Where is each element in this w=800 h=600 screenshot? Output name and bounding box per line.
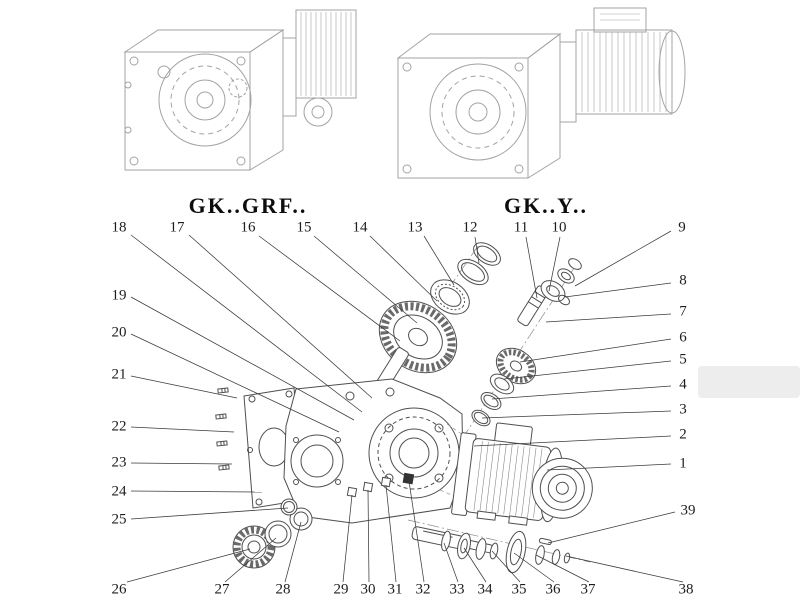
ring-25 — [280, 498, 298, 516]
ring-28 — [289, 507, 313, 531]
part-number-7: 7 — [679, 303, 687, 320]
part-number-30: 30 — [360, 581, 376, 598]
exploded-view — [215, 242, 593, 574]
main-bearing — [430, 279, 470, 315]
gearbox-grf-drawing — [123, 9, 357, 171]
part-number-3: 3 — [679, 401, 687, 418]
part-number-21: 21 — [111, 366, 127, 383]
part-number-27: 27 — [214, 581, 230, 598]
part-number-20: 20 — [111, 324, 127, 341]
part-number-37: 37 — [580, 581, 596, 598]
output-gear-26 — [232, 525, 276, 569]
gearbox-y-drawing — [396, 7, 686, 179]
part-number-36: 36 — [545, 581, 561, 598]
electric-motor — [451, 422, 593, 526]
part-number-10: 10 — [551, 219, 567, 236]
pinion-washer — [557, 268, 575, 284]
ring-35 — [475, 538, 487, 560]
part-number-35: 35 — [511, 581, 527, 598]
pinion-ring-top — [568, 258, 582, 270]
part-number-4: 4 — [679, 376, 687, 393]
gear-housing — [283, 378, 464, 524]
part-number-33: 33 — [449, 581, 465, 598]
part-number-26: 26 — [111, 581, 127, 598]
part-number-17: 17 — [169, 219, 185, 236]
ring-27 — [264, 520, 292, 548]
leader-lines — [126, 230, 684, 583]
part-number-1: 1 — [679, 455, 687, 472]
snap-rings — [457, 242, 501, 286]
part-number-28: 28 — [275, 581, 291, 598]
washer-33 — [441, 530, 451, 552]
shaft-key-39 — [538, 537, 552, 546]
part-number-38: 38 — [678, 581, 694, 598]
part-number-29: 29 — [333, 581, 349, 598]
part-number-12: 12 — [462, 219, 478, 236]
ring-37 — [535, 545, 545, 565]
part-number-13: 13 — [407, 219, 423, 236]
part-number-19: 19 — [111, 287, 127, 304]
model-label-y: GK..Y.. — [503, 193, 589, 218]
part-number-25: 25 — [111, 511, 127, 528]
part-number-2: 2 — [679, 426, 687, 443]
part-number-31: 31 — [387, 581, 403, 598]
part-number-18: 18 — [111, 219, 127, 236]
ring-4 — [480, 392, 502, 410]
housing-fasteners — [346, 472, 415, 498]
part-number-24: 24 — [111, 483, 127, 500]
washer-5 — [489, 373, 515, 395]
part-number-11: 11 — [513, 219, 529, 236]
part-number-32: 32 — [415, 581, 431, 598]
part-number-15: 15 — [296, 219, 312, 236]
part-number-8: 8 — [679, 272, 687, 289]
part-number-16: 16 — [240, 219, 256, 236]
end-nut-38 — [563, 552, 571, 564]
part-number-9: 9 — [678, 219, 686, 236]
part-number-23: 23 — [111, 454, 127, 471]
cover-screws — [215, 387, 230, 471]
part-number-5: 5 — [679, 351, 687, 368]
model-label-grf: GK..GRF.. — [188, 193, 308, 218]
washer-38a — [551, 549, 561, 565]
gear-36 — [505, 530, 527, 574]
part-number-34: 34 — [477, 581, 493, 598]
watermark — [698, 366, 800, 398]
part-number-22: 22 — [111, 418, 127, 435]
part-number-6: 6 — [679, 329, 687, 346]
part-number-39: 39 — [680, 502, 696, 519]
part-number-14: 14 — [352, 219, 368, 236]
oring-3 — [471, 409, 491, 427]
